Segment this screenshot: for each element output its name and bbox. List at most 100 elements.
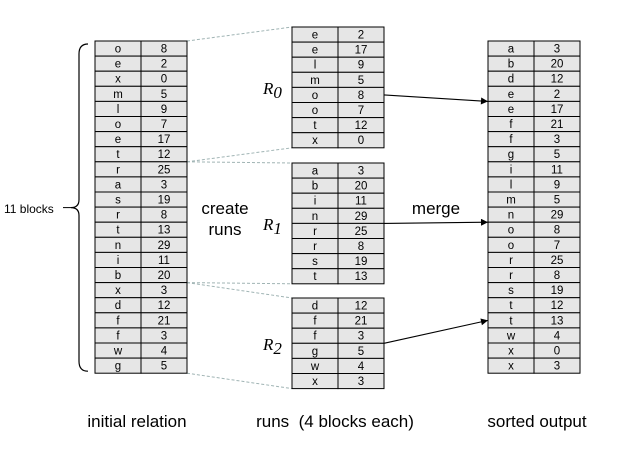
key-text: a bbox=[312, 166, 319, 178]
value-cell bbox=[337, 132, 385, 149]
key-text: m bbox=[506, 195, 516, 207]
table-row: d 12 bbox=[291, 297, 385, 314]
value-text: 8 bbox=[161, 44, 167, 56]
key-text: x bbox=[508, 346, 514, 358]
key-text: g bbox=[312, 346, 318, 358]
key-text: d bbox=[312, 301, 318, 313]
key-text: x bbox=[312, 376, 318, 388]
create-runs-label-line1: create bbox=[201, 199, 248, 218]
guide-r0-top bbox=[186, 26, 293, 42]
value-text: 25 bbox=[355, 226, 368, 238]
value-text: 9 bbox=[161, 104, 167, 116]
key-text: t bbox=[116, 149, 120, 161]
value-text: 8 bbox=[161, 210, 167, 222]
key-text: r bbox=[509, 270, 513, 282]
run-label-r2: R2 bbox=[262, 335, 282, 358]
merge-arrow-r2 bbox=[383, 318, 489, 344]
key-text: f bbox=[509, 134, 513, 146]
key-text: b bbox=[312, 181, 318, 193]
key-text: b bbox=[115, 270, 121, 282]
value-text: 3 bbox=[358, 166, 364, 178]
value-text: 21 bbox=[551, 119, 564, 131]
run-label-r1-sub: 1 bbox=[273, 219, 282, 238]
key-text: e bbox=[508, 104, 514, 116]
value-text: 25 bbox=[551, 255, 564, 267]
table-row: t 12 bbox=[94, 146, 188, 163]
blocks-brace bbox=[63, 43, 89, 372]
key-text: t bbox=[509, 315, 513, 327]
value-text: 5 bbox=[358, 346, 364, 358]
caption-initial-relation: initial relation bbox=[87, 412, 186, 431]
key-text: t bbox=[313, 120, 317, 132]
value-text: 9 bbox=[554, 179, 560, 191]
value-text: 12 bbox=[355, 301, 368, 313]
table-row: i 11 bbox=[291, 192, 385, 209]
key-text: f bbox=[509, 119, 513, 131]
value-text: 12 bbox=[355, 120, 368, 132]
merge-arrow-r0 bbox=[383, 94, 489, 105]
value-text: 19 bbox=[355, 256, 368, 268]
value-text: 2 bbox=[554, 89, 560, 101]
key-text: r bbox=[509, 255, 513, 267]
run-label-r1-name: R bbox=[262, 215, 274, 234]
value-cell bbox=[533, 357, 581, 374]
key-text: g bbox=[508, 149, 514, 161]
blocks-count-label: 11 blocks bbox=[4, 202, 54, 216]
run-label-r0: R0 bbox=[262, 79, 282, 102]
key-text: o bbox=[508, 225, 514, 237]
key-text: x bbox=[115, 285, 121, 297]
key-text: e bbox=[508, 89, 514, 101]
value-text: 13 bbox=[355, 271, 368, 283]
key-text: m bbox=[113, 89, 123, 101]
merge-arrow-r1 bbox=[383, 218, 489, 226]
value-text: 2 bbox=[358, 30, 364, 42]
key-text: e bbox=[312, 45, 318, 57]
run-label-r2-sub: 2 bbox=[273, 339, 282, 358]
run-label-r0-sub: 0 bbox=[273, 83, 282, 102]
value-text: 7 bbox=[161, 119, 167, 131]
key-text: i bbox=[314, 196, 317, 208]
key-text: l bbox=[314, 60, 317, 72]
key-text: o bbox=[508, 240, 514, 252]
value-text: 0 bbox=[554, 346, 560, 358]
value-text: 8 bbox=[554, 270, 560, 282]
value-cell bbox=[337, 268, 385, 285]
left-brace bbox=[70, 43, 89, 372]
merge-label: merge bbox=[412, 199, 460, 218]
key-text: x bbox=[115, 74, 121, 86]
key-text: o bbox=[312, 105, 318, 117]
key-text: d bbox=[115, 300, 121, 312]
key-text: e bbox=[115, 134, 121, 146]
value-text: 11 bbox=[355, 196, 367, 208]
key-text: e bbox=[312, 30, 318, 42]
key-text: r bbox=[313, 226, 317, 238]
value-text: 13 bbox=[551, 315, 564, 327]
value-text: 20 bbox=[355, 181, 368, 193]
value-text: 12 bbox=[158, 149, 171, 161]
value-text: 7 bbox=[358, 105, 364, 117]
value-text: 4 bbox=[554, 330, 561, 342]
guide-r0-bottom bbox=[186, 147, 293, 163]
guide-r1-bottom bbox=[186, 282, 293, 285]
value-text: 25 bbox=[158, 164, 171, 176]
value-text: 8 bbox=[358, 90, 364, 102]
